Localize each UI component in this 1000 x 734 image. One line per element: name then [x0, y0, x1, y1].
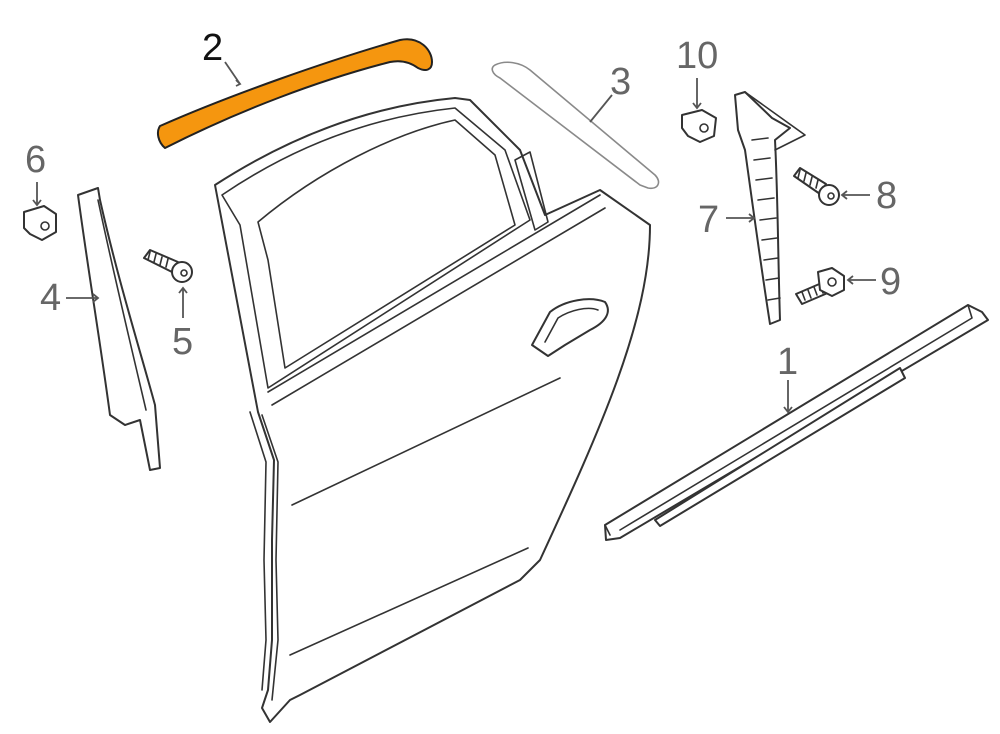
callout-8: 8: [876, 175, 897, 217]
part-6-clip[interactable]: [23, 205, 57, 241]
door-handle: [531, 298, 609, 357]
callout-5: 5: [172, 321, 193, 363]
part-9-bolt[interactable]: [795, 267, 845, 305]
part-7-pillar-garnish[interactable]: [734, 91, 806, 325]
callout-1: 1: [777, 341, 798, 383]
part-4-inner-edge: [97, 199, 147, 411]
window-glass: [257, 119, 516, 369]
door-front-edge: [249, 411, 279, 701]
callout-3: 3: [610, 61, 631, 103]
part-4-pillar-applique[interactable]: [77, 187, 161, 471]
leader-lines: [32, 61, 876, 414]
part-3-window-trim[interactable]: [491, 61, 660, 190]
callout-6: 6: [25, 139, 46, 181]
callout-4: 4: [40, 277, 61, 319]
body-crease-upper: [291, 377, 561, 506]
body-crease-lower: [289, 547, 529, 656]
part-10-clip[interactable]: [681, 109, 717, 143]
belt-line: [267, 194, 606, 406]
part-8-bolt[interactable]: [793, 167, 840, 206]
door-handle-recess: [544, 307, 599, 343]
callout-7: 7: [698, 199, 719, 241]
callout-10: 10: [676, 35, 718, 77]
rear-door: [214, 97, 651, 723]
callout-2: 2: [202, 27, 223, 69]
callout-9: 9: [880, 261, 901, 303]
part-5-bolt[interactable]: [143, 249, 193, 283]
part-2-upper-frame-moulding[interactable]: [156, 38, 433, 149]
division-channel: [514, 151, 549, 231]
door-outer-panel: [214, 97, 651, 723]
window-frame-outer: [221, 107, 531, 389]
part-1-lower-moulding[interactable]: [604, 304, 989, 541]
